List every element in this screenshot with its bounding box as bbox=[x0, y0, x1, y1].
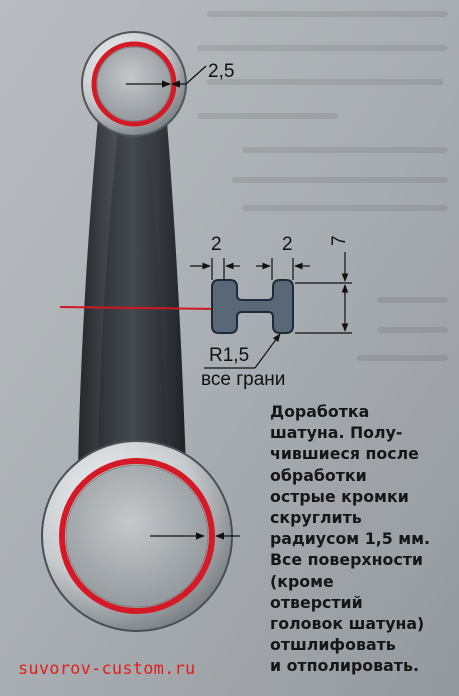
caption-line: чившиеся после bbox=[270, 444, 419, 464]
caption-line: отшлифовать bbox=[270, 635, 396, 655]
radius-label: R1,5 bbox=[209, 345, 249, 366]
caption-line: и отполировать. bbox=[270, 656, 419, 676]
radius-leader bbox=[204, 333, 281, 369]
background-text-lines bbox=[197, 11, 448, 361]
big-head-bore bbox=[65, 464, 209, 608]
ibeam-section bbox=[211, 279, 294, 334]
caption-line: радиусом 1,5 мм. bbox=[270, 529, 431, 549]
big-head-red-ring bbox=[59, 458, 215, 614]
height-dimension bbox=[295, 252, 352, 334]
watermark-text: suvorov-custom.ru bbox=[18, 659, 196, 679]
right-flange-dimension-label: 2 bbox=[282, 234, 293, 255]
caption-line: острые кромки bbox=[270, 486, 409, 506]
height-dimension-label: 7 bbox=[329, 235, 350, 246]
caption-line: отверстий bbox=[270, 592, 363, 612]
radius-note-label: все грани bbox=[201, 369, 285, 390]
caption-line: (кроме bbox=[270, 571, 334, 591]
caption-line: Доработка bbox=[270, 402, 370, 421]
small-head-dimension-label: 2,5 bbox=[208, 61, 234, 82]
caption-line: шатуна. Полу- bbox=[270, 423, 403, 443]
caption-text: Доработка шатуна. Полу- чившиеся после о… bbox=[270, 401, 455, 677]
flange-dimensions bbox=[190, 258, 310, 280]
caption-line: обработки bbox=[270, 465, 367, 485]
caption-line: скруглить bbox=[270, 508, 362, 528]
small-head-dimension bbox=[126, 65, 207, 88]
rod-channel bbox=[98, 130, 168, 458]
caption-line: Все поверхности bbox=[270, 550, 423, 570]
section-line bbox=[59, 306, 221, 310]
left-flange-dimension-label: 2 bbox=[211, 234, 222, 255]
caption-line: головок шатуна) bbox=[270, 614, 425, 634]
